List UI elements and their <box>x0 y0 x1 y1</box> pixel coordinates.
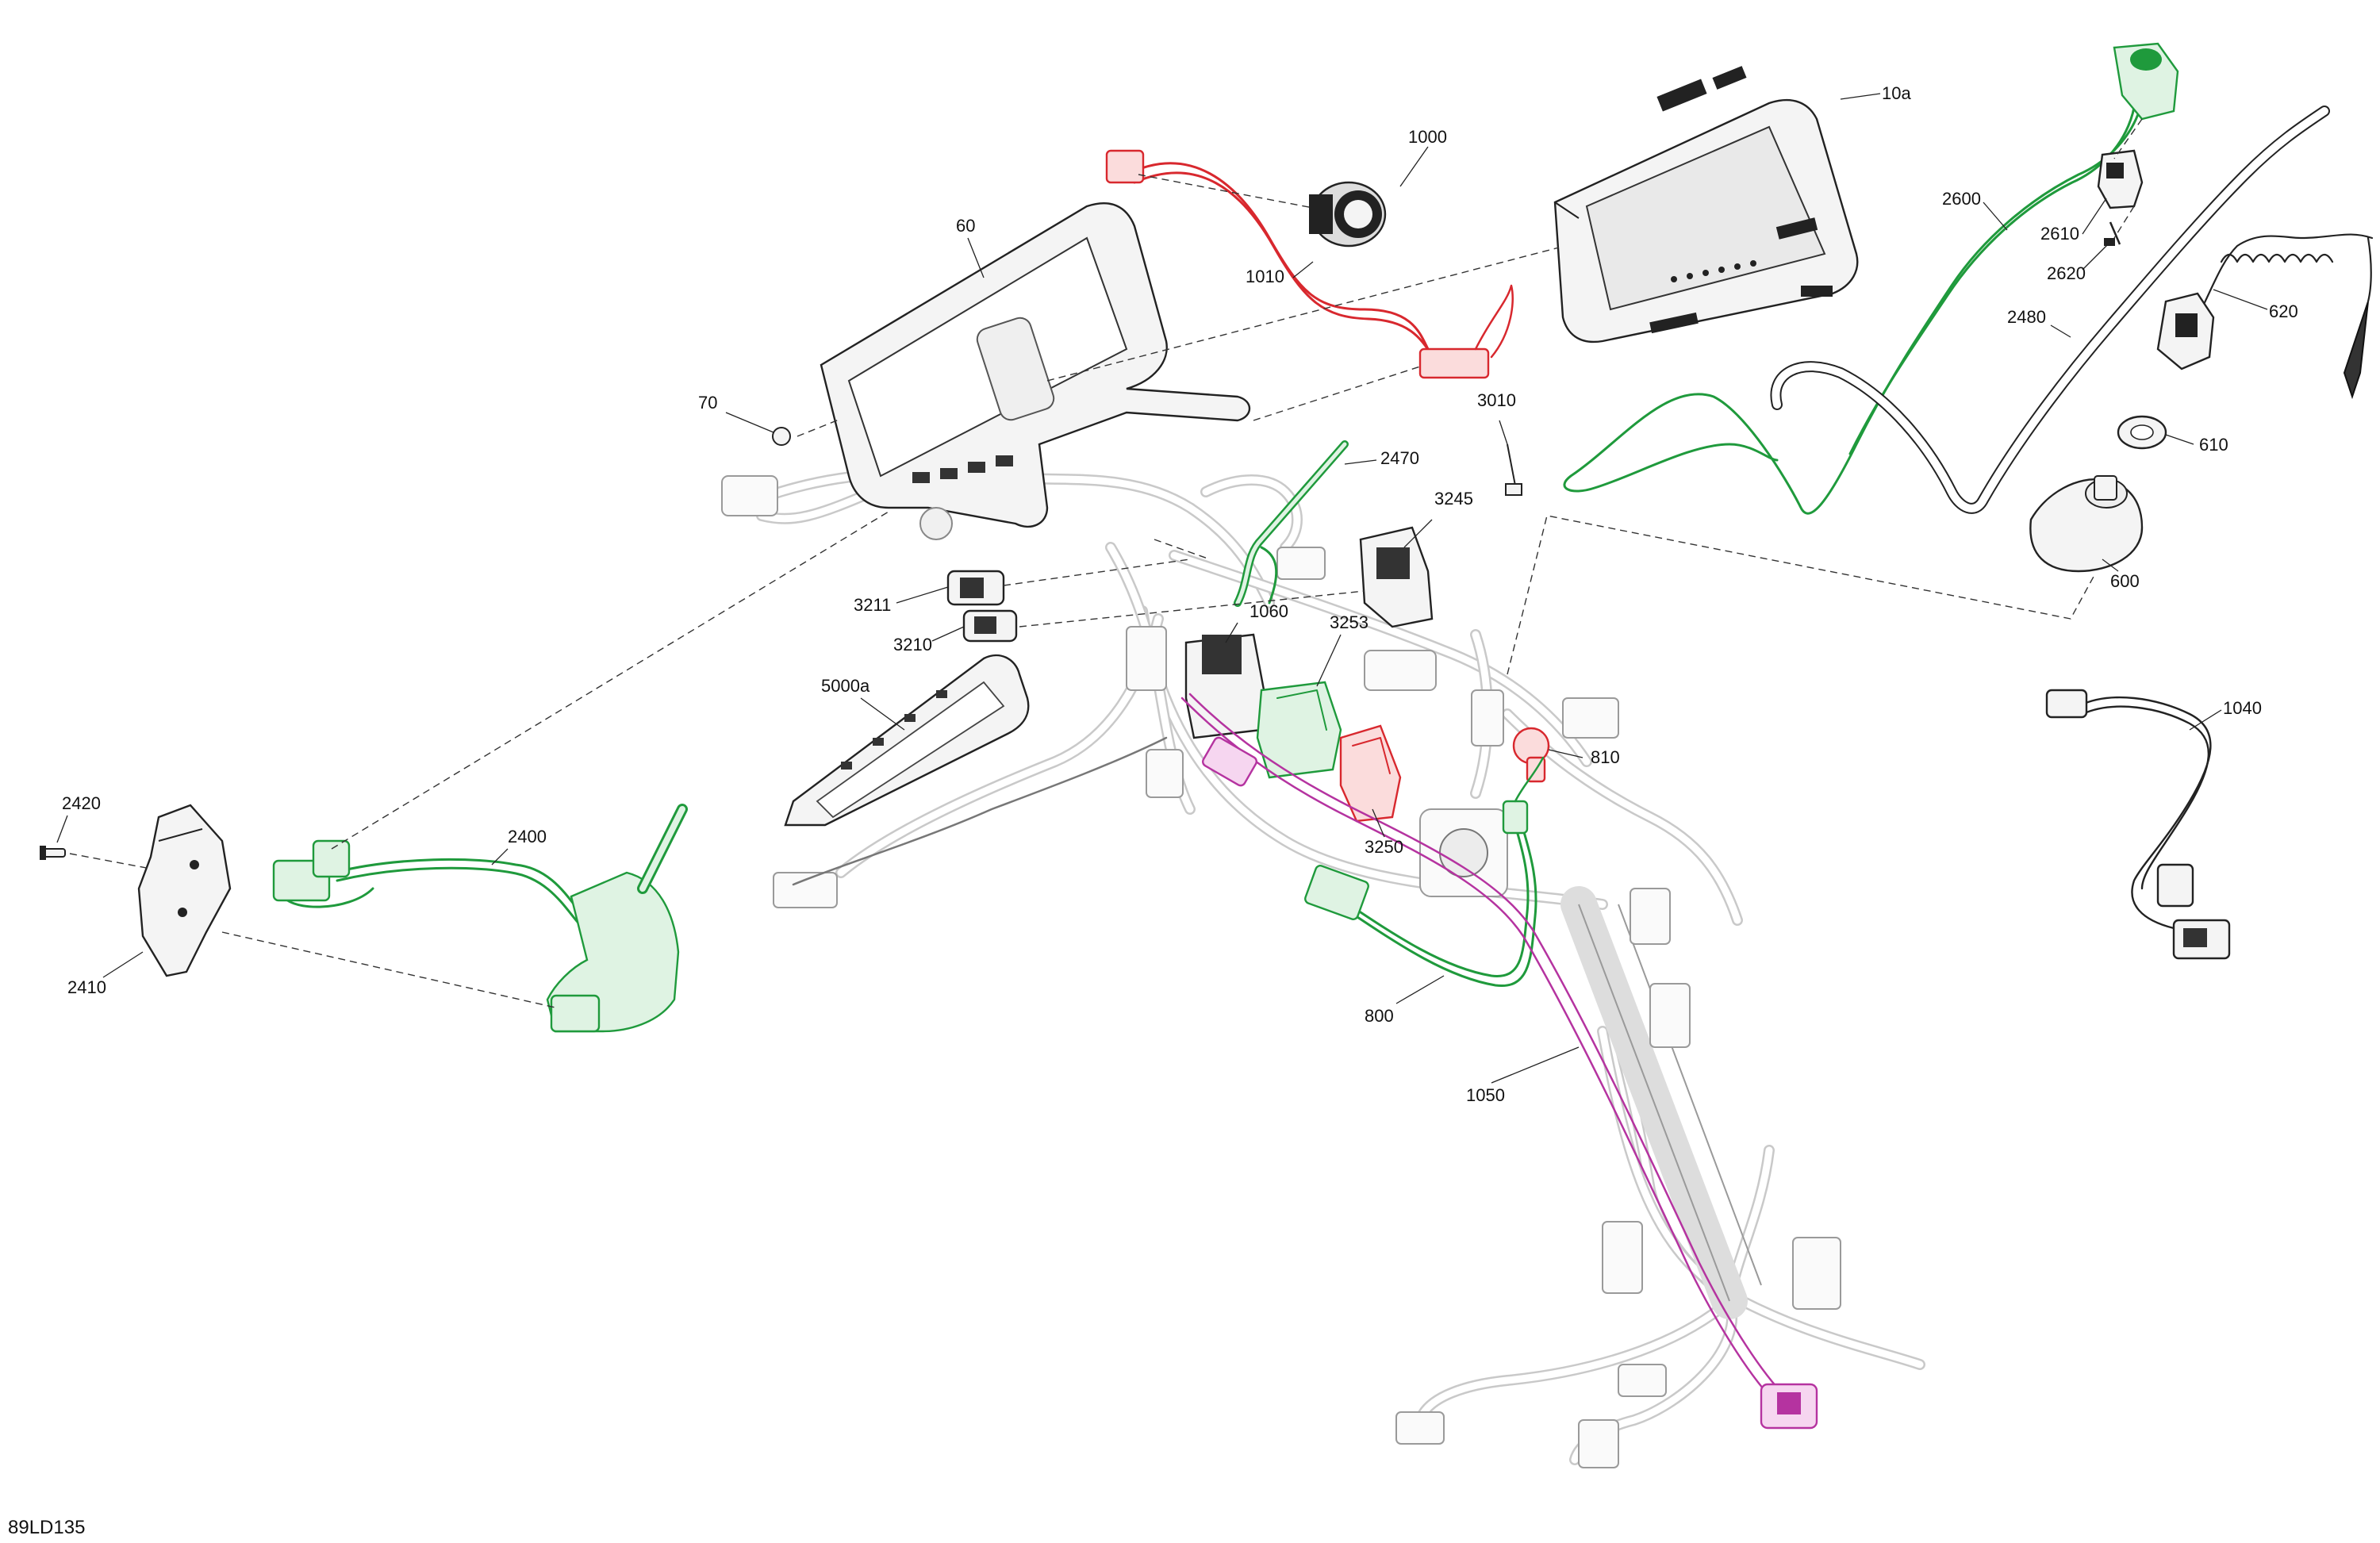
screw-2620 <box>2104 221 2121 246</box>
connector-3211 <box>946 570 1005 606</box>
callout-600: 600 <box>2110 571 2140 591</box>
callout-2420: 2420 <box>62 793 101 813</box>
module-5000a <box>784 654 1030 827</box>
callout-810: 810 <box>1591 747 1620 767</box>
callout-1060: 1060 <box>1250 601 1288 621</box>
switch-assembly-2400 <box>272 804 688 1033</box>
cluster-bezel-60 <box>820 202 1251 540</box>
callout-70: 70 <box>698 393 717 413</box>
ignition-switch-600 <box>2029 475 2144 573</box>
ring-610 <box>2117 415 2167 450</box>
gauge-cluster-10a <box>1553 66 1859 344</box>
switch-1060 <box>1184 633 1267 739</box>
callout-3253: 3253 <box>1330 612 1368 632</box>
callout-3245: 3245 <box>1434 489 1473 509</box>
callout-1000: 1000 <box>1408 127 1447 147</box>
main-wiring-harness <box>721 467 1925 1468</box>
callout-1040: 1040 <box>2223 698 2262 718</box>
callout-1010: 1010 <box>1246 267 1284 286</box>
bracket-2410 <box>137 804 232 977</box>
callout-1050: 1050 <box>1466 1085 1505 1105</box>
usb-harness-1010 <box>1105 149 1514 379</box>
screw-3010 <box>1505 443 1522 496</box>
callout-2400: 2400 <box>508 827 547 846</box>
harness-1050 <box>1180 693 1818 1430</box>
callout-800: 800 <box>1365 1006 1394 1026</box>
callout-3210: 3210 <box>893 635 932 654</box>
callout-5000a: 5000a <box>821 676 870 696</box>
drawing-id: 89LD135 <box>8 1517 86 1538</box>
callout-2600: 2600 <box>1942 189 1981 209</box>
callout-2410: 2410 <box>67 977 106 997</box>
plug-810 <box>1512 727 1550 783</box>
switch-3245 <box>1359 526 1434 628</box>
callout-2470: 2470 <box>1380 448 1419 468</box>
harness-800 <box>1304 756 1545 988</box>
callout-leaders <box>56 93 2268 1084</box>
clip-2610 <box>2097 149 2144 209</box>
callout-620: 620 <box>2269 301 2298 321</box>
callout-2620: 2620 <box>2047 263 2086 283</box>
screw-2420 <box>40 846 66 860</box>
callout-610: 610 <box>2199 435 2228 455</box>
screw-70 <box>772 427 791 446</box>
explosion-lines <box>69 118 2143 1008</box>
callout-3010: 3010 <box>1477 390 1516 410</box>
callout-3211: 3211 <box>854 595 891 615</box>
callout-3250: 3250 <box>1365 837 1403 857</box>
switch-3250 <box>1339 724 1402 823</box>
callout-2480: 2480 <box>2007 307 2046 327</box>
usb-socket-1000 <box>1309 181 1387 248</box>
switch-3253 <box>1256 681 1342 779</box>
harness-2600 <box>1563 42 2179 515</box>
callout-2610: 2610 <box>2040 224 2079 244</box>
tether-cord-620 <box>2156 233 2374 400</box>
callout-60: 60 <box>956 216 975 236</box>
callout-10a: 10a <box>1882 83 1911 103</box>
connector-3210 <box>962 609 1018 643</box>
harness-1040 <box>2045 689 2231 960</box>
callout-labels: 10a 1000 1010 60 70 2470 3010 3245 3211 … <box>62 83 2298 1105</box>
cable-2470 <box>1234 440 1349 607</box>
cable-2480 <box>1770 106 2330 514</box>
